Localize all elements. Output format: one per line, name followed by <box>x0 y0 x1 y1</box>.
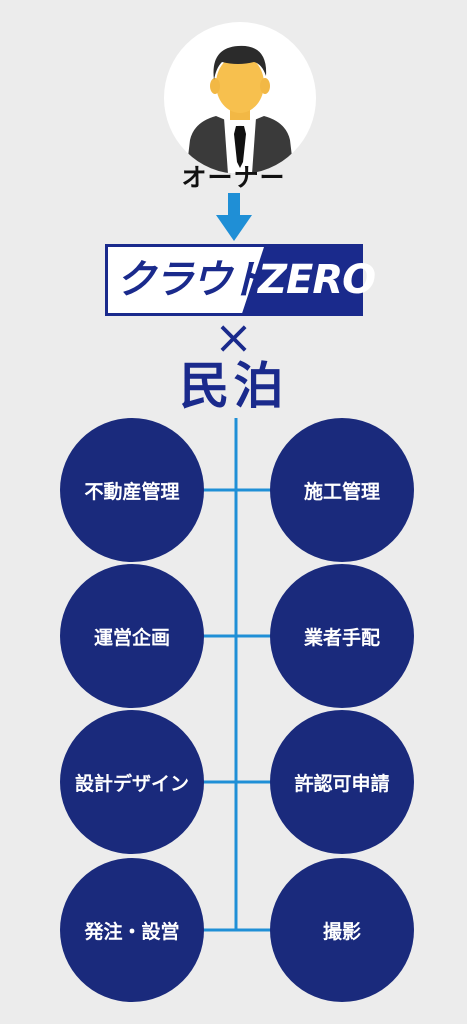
logo-white-panel <box>108 247 264 313</box>
down-arrow-icon <box>214 193 254 247</box>
service-gyosha-tehai: 業者手配 <box>270 564 414 708</box>
service-sekkei-design: 設計デザイン <box>60 710 204 854</box>
logo-text-jp: クラウド <box>116 257 270 303</box>
service-seko-kanri: 施工管理 <box>270 418 414 562</box>
owner-label: オーナー <box>181 163 286 192</box>
service-satsuei: 撮影 <box>270 858 414 1002</box>
service-fudosan-kanri: 不動産管理 <box>60 418 204 562</box>
owner-avatar <box>164 22 316 174</box>
service-hacchu-setsuei: 発注・設営 <box>60 858 204 1002</box>
crowd-zero-logo: クラウド ZERO <box>105 244 376 316</box>
service-unei-kikaku: 運営企画 <box>60 564 204 708</box>
times-symbol: × <box>214 310 253 364</box>
logo-text-en: ZERO <box>258 257 376 303</box>
service-kyoninka-shinsei: 許認可申請 <box>270 710 414 854</box>
minpaku-title: 民泊 <box>179 357 288 415</box>
businessman-icon <box>186 45 294 174</box>
